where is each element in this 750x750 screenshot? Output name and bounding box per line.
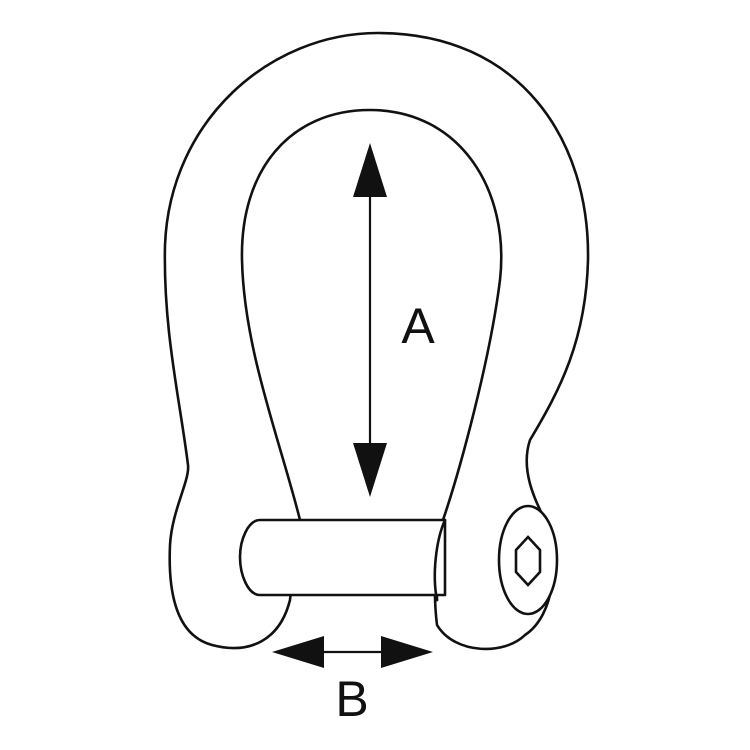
shackle-pin [238, 518, 447, 597]
dimension-a-bottom-arrow-icon [353, 443, 387, 497]
pin-end-collar [433, 518, 447, 602]
dimension-a-label: A [401, 298, 435, 354]
dimension-b: B [272, 636, 433, 727]
dimension-a: A [353, 143, 435, 497]
hex-socket-icon [514, 535, 542, 587]
dimension-b-label: B [335, 671, 368, 727]
dimension-a-top-arrow-icon [353, 143, 387, 197]
shackle-bow [163, 31, 590, 651]
dimension-b-left-arrow-icon [272, 636, 324, 668]
dimension-b-right-arrow-icon [381, 636, 433, 668]
